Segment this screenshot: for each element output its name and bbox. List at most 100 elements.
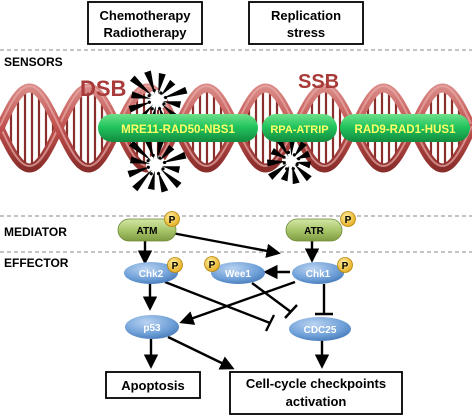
burstDSB-fragment xyxy=(159,91,163,95)
inhibit-chk2-cdc25 xyxy=(164,280,271,325)
trigger-chemo-line1: Chemotherapy xyxy=(99,8,191,23)
burstDSB-fragment xyxy=(164,95,168,100)
dsb-break-burst xyxy=(127,70,188,193)
section-effector-label: EFFECTOR xyxy=(4,256,69,270)
burstSSB-ray xyxy=(270,147,287,159)
burstDSB-ray xyxy=(162,86,188,99)
arrow-chk1-p53 xyxy=(179,280,296,325)
burstDSB-ray xyxy=(128,140,152,162)
outcome-checkpoints: Cell-cycle checkpoints activation xyxy=(229,371,403,415)
complex-mre11-rad50-nbs1: MRE11-RAD50-NBS1 xyxy=(98,114,258,142)
arrow-p53-checkpoints xyxy=(167,335,235,370)
burstDSB-fragment xyxy=(147,94,151,98)
complex-rpa-atrip: RPA-ATRIP xyxy=(262,114,337,142)
effector-p53: p53 xyxy=(125,315,179,339)
phospho-chk1-label: P xyxy=(342,261,349,272)
burstSSB-ray xyxy=(292,165,300,185)
burstDSB-fragment xyxy=(162,102,166,106)
burstSSB-fragment xyxy=(292,153,296,157)
inhibit-wee1-cdc25 xyxy=(251,282,292,313)
burstDSB-fragment xyxy=(147,100,151,104)
burstDSB-fragment xyxy=(149,172,153,176)
burstDSB-fragment xyxy=(157,107,162,111)
phospho-atr xyxy=(340,211,356,227)
kinase-atr-label: ATR xyxy=(304,226,325,237)
phospho-wee1 xyxy=(204,256,220,272)
burstDSB-fragment xyxy=(158,156,162,160)
burstDSB-ray xyxy=(127,166,151,178)
complex-mrn-label: MRE11-RAD50-NBS1 xyxy=(121,124,235,136)
burstSSB-fragment xyxy=(291,167,295,171)
burstDSB-fragment xyxy=(146,165,150,169)
arrow-atm-atr xyxy=(171,231,281,258)
burstDSB-ray xyxy=(160,79,176,96)
dsb-label: DSB xyxy=(80,76,126,101)
kinase-atr: ATR P xyxy=(285,211,356,242)
kinase-atm-label: ATM xyxy=(137,226,158,237)
phospho-chk2-label: P xyxy=(172,261,179,272)
burstDSB-fragment xyxy=(161,167,165,171)
effector-cdc25-label: CDC25 xyxy=(304,325,337,336)
effector-wee1-label: Wee1 xyxy=(225,269,251,280)
section-mediator-label: MEDIATOR xyxy=(4,225,67,239)
burstDSB-core xyxy=(147,90,167,110)
burstDSB-ray xyxy=(161,166,181,174)
burstDSB-ray xyxy=(157,170,169,193)
burstDSB-ray xyxy=(158,72,166,95)
burstDSB-ray xyxy=(130,91,152,99)
kinase-atm: ATM P xyxy=(117,211,180,242)
effector-p53-label: p53 xyxy=(143,323,161,334)
burstSSB-ray xyxy=(293,141,307,157)
burstDSB-core xyxy=(146,155,166,175)
section-sensors-label: SENSORS xyxy=(4,55,63,69)
burstSSB-fragment xyxy=(285,167,289,171)
phospho-atm xyxy=(164,211,180,227)
trigger-replication-line2: stress xyxy=(287,25,325,40)
burstSSB-fragment xyxy=(297,157,301,161)
trigger-replication-line1: Replication xyxy=(271,8,341,23)
phospho-atr-label: P xyxy=(345,215,352,226)
outcome-apoptosis: Apoptosis xyxy=(105,371,201,399)
effector-chk2-label: Chk2 xyxy=(139,269,164,280)
trigger-replication-stress: Replication stress xyxy=(248,1,364,45)
burstDSB-ray xyxy=(160,168,182,189)
phospho-wee1-label: P xyxy=(209,260,216,271)
trigger-chemo-line2: Radiotherapy xyxy=(103,25,187,40)
complex-rad9-rad1-hus1: RAD9-RAD1-HUS1 xyxy=(340,114,470,142)
burstDSB-ray xyxy=(159,144,175,161)
complex-911-label: RAD9-RAD1-HUS1 xyxy=(355,124,457,136)
phospho-chk1 xyxy=(337,257,353,273)
complex-rpa-label: RPA-ATRIP xyxy=(270,124,328,136)
effector-chk2: Chk2 P xyxy=(124,257,183,284)
burstSSB-ray xyxy=(294,164,312,182)
effector-wee1: Wee1 P xyxy=(204,256,265,284)
burstDSB-fragment xyxy=(163,160,167,165)
burstSSB-fragment xyxy=(286,150,291,154)
trigger-chemo-radio: Chemotherapy Radiotherapy xyxy=(87,1,203,45)
burstDSB-fragment xyxy=(151,153,155,158)
burstSSB-fragment xyxy=(282,161,286,165)
burstDSB-ray xyxy=(132,169,153,192)
burstDSB-ray xyxy=(128,101,152,113)
burstDSB-ray xyxy=(157,137,165,160)
outcome-apoptosis-label: Apoptosis xyxy=(121,378,185,393)
pathway-edges xyxy=(137,231,333,370)
burstDSB-ray xyxy=(129,156,151,164)
outcome-checkpoints-line1: Cell-cycle checkpoints xyxy=(246,376,386,391)
burstDSB-ray xyxy=(162,101,182,109)
burstDSB-fragment xyxy=(152,88,156,93)
effector-chk1: Chk1 P xyxy=(292,257,353,284)
ssb-label: SSB xyxy=(298,71,339,93)
effector-chk1-label: Chk1 xyxy=(306,269,331,280)
burstSSB-ray xyxy=(295,161,311,169)
burstDSB-fragment xyxy=(146,159,150,163)
burstSSB-fragment xyxy=(295,162,299,166)
burstSSB-fragment xyxy=(282,155,286,159)
outcome-checkpoints-line2: activation xyxy=(286,394,347,409)
burstDSB-fragment xyxy=(156,172,161,176)
burstDSB-fragment xyxy=(150,107,154,111)
burstDSB-ray xyxy=(147,170,155,191)
burstSSB-ray xyxy=(268,164,288,180)
